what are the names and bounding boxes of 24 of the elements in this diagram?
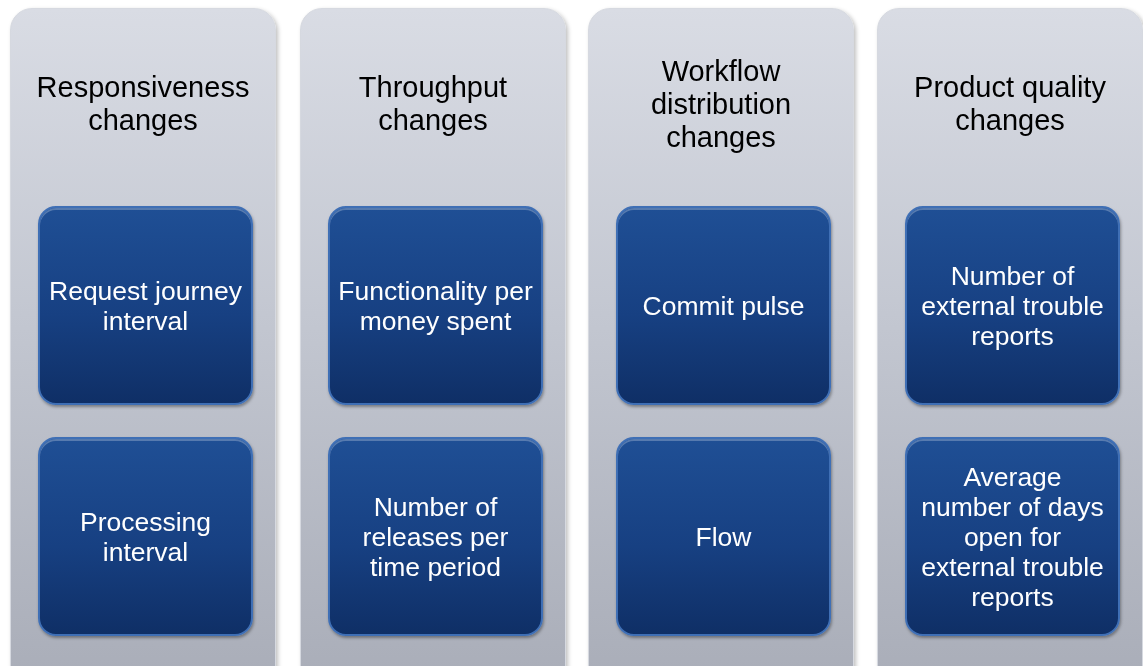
metric-label: Number of external trouble reports <box>920 260 1105 351</box>
metric-box <box>38 437 253 636</box>
panel-heading: Product quality changes <box>913 70 1107 138</box>
panel-heading: Throughput changes <box>357 70 509 138</box>
metric-box <box>905 437 1120 636</box>
metric-box <box>328 206 543 405</box>
metric-label: Average number of days open for external trouble reports <box>920 461 1105 612</box>
metric-box <box>328 437 543 636</box>
category-panel <box>588 8 854 666</box>
category-panel <box>300 8 566 666</box>
category-panel <box>10 8 276 666</box>
metric-box <box>616 437 831 636</box>
metric-label: Commit pulse <box>642 290 805 321</box>
metric-label: Flow <box>695 521 752 552</box>
metric-label: Functionality per money spent <box>338 275 533 336</box>
panel-heading: Responsiveness changes <box>35 70 251 138</box>
metric-label: Processing interval <box>78 506 213 567</box>
metric-label: Number of releases per time period <box>361 491 510 582</box>
metric-label: Request journey interval <box>48 275 243 336</box>
metric-box <box>616 206 831 405</box>
category-panel <box>877 8 1143 666</box>
metric-box <box>905 206 1120 405</box>
metric-box <box>38 206 253 405</box>
panel-heading: Workflow distribution changes <box>649 53 793 155</box>
